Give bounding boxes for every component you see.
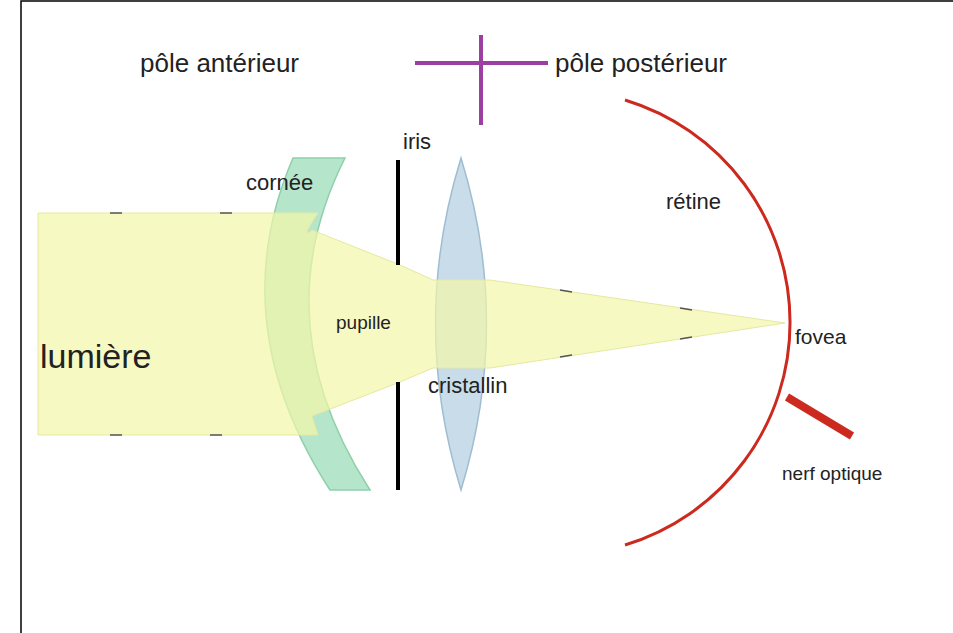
part-name: lumière (40, 338, 151, 375)
part-name: rétine (666, 190, 721, 214)
pole-label: pôle antérieur (140, 49, 299, 78)
part-name: iris (403, 130, 431, 154)
pole-label: pôle postérieur (555, 49, 727, 78)
optic-nerve (787, 397, 852, 436)
retina-arc (625, 100, 790, 545)
part-name: nerf optique (782, 464, 882, 485)
part-name: cristallin (428, 374, 507, 398)
light-beam (38, 213, 785, 435)
part-name: pupille (336, 313, 391, 334)
ray-marks (110, 213, 692, 435)
frame (21, 1, 953, 633)
axis-line (479, 35, 483, 125)
iris-line (396, 382, 400, 490)
part-name: fovea (795, 325, 846, 348)
iris-line (396, 160, 400, 265)
part-name: cornée (246, 171, 313, 195)
